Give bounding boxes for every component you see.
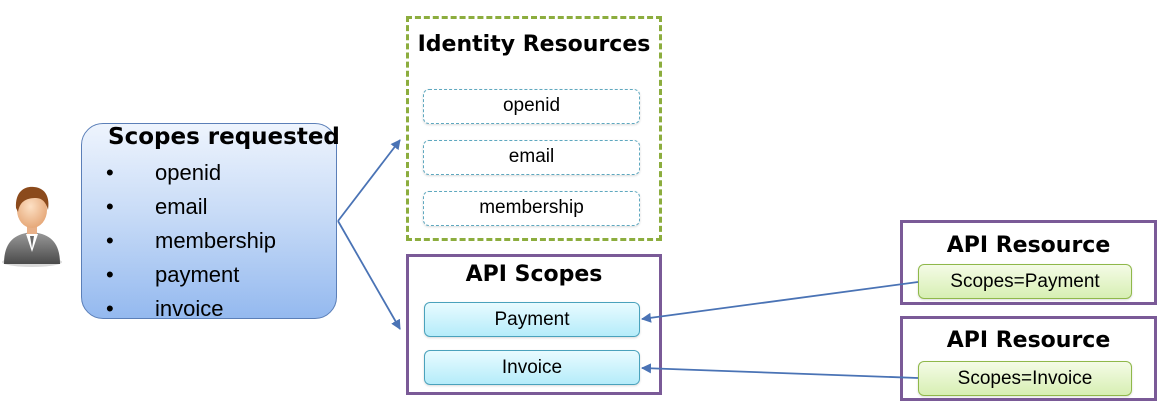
arrow-to-api-scopes: [337, 220, 401, 330]
list-item: •email: [103, 192, 276, 226]
list-item: •payment: [103, 260, 276, 294]
api-resource-invoice-title: API Resource: [946, 328, 1111, 353]
identity-resources-title: Identity Resources: [417, 32, 651, 57]
arrow-payment-resource-to-scope: [641, 281, 919, 323]
api-scopes-box: [406, 254, 662, 395]
list-item: •invoice: [103, 294, 276, 328]
bullet-icon: •: [106, 296, 114, 321]
identity-resources-box: [406, 16, 662, 241]
scopes-requested-box: [81, 123, 337, 319]
bullet-icon: •: [106, 194, 114, 219]
api-scope-payment: Payment: [424, 302, 640, 337]
api-resource-payment-scopes: Scopes=Payment: [918, 264, 1132, 299]
scopes-requested-title: Scopes requested: [108, 124, 340, 150]
list-item: •openid: [103, 158, 276, 192]
identity-resource-email: email: [423, 140, 640, 175]
api-resource-invoice-box: [900, 316, 1157, 401]
arrow-invoice-resource-to-scope: [641, 363, 919, 379]
bullet-icon: •: [106, 228, 114, 253]
identity-resource-openid: openid: [423, 89, 640, 124]
identity-resource-membership: membership: [423, 191, 640, 226]
user-icon: [2, 186, 62, 267]
api-resource-payment-box: [900, 220, 1157, 305]
bullet-icon: •: [106, 262, 114, 287]
api-resource-payment-title: API Resource: [946, 233, 1111, 258]
scopes-requested-list: •openid •email •membership •payment •inv…: [103, 158, 276, 328]
bullet-icon: •: [106, 160, 114, 185]
api-resource-invoice-scopes: Scopes=Invoice: [918, 361, 1132, 396]
api-scopes-title: API Scopes: [465, 262, 603, 287]
list-item: •membership: [103, 226, 276, 260]
api-scope-invoice: Invoice: [424, 350, 640, 385]
arrow-to-identity-resources: [337, 139, 401, 222]
